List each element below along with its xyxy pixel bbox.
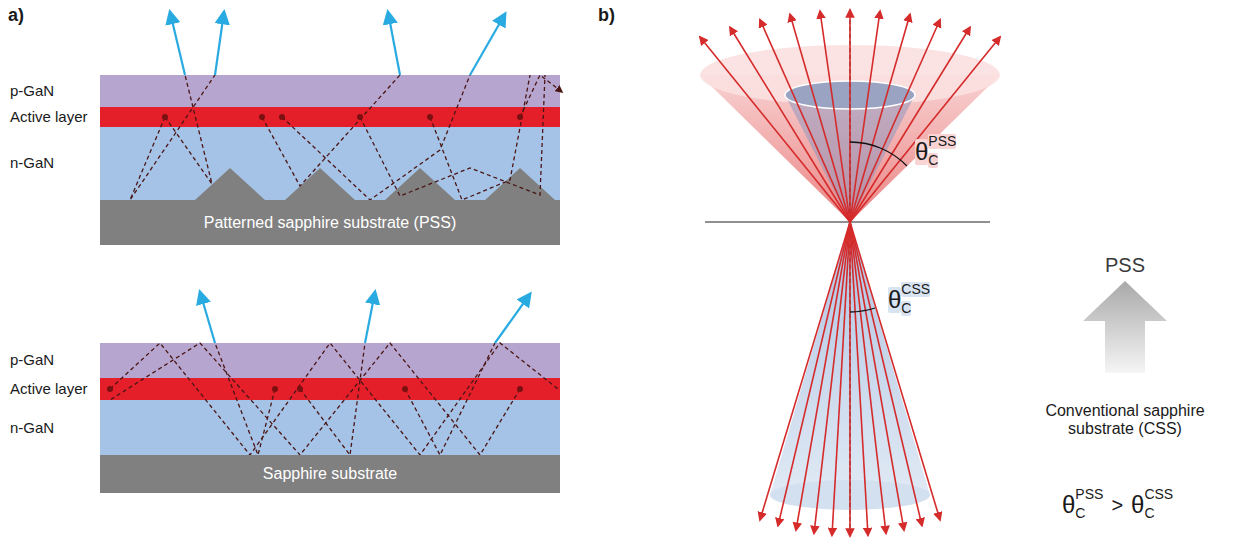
angle-superscript: CSS <box>1144 487 1173 502</box>
emission-points <box>162 114 523 120</box>
emission-rays <box>760 222 940 536</box>
angle-subscript: C <box>901 301 911 316</box>
substrate-band: Patterned sapphire substrate (PSS) <box>100 200 560 245</box>
emission-ray <box>850 222 886 533</box>
node-text: Sapphire substrate <box>263 465 397 483</box>
layer-label: n-GaN <box>10 155 54 172</box>
substrate-caption: Conventional sapphire substrate (CSS) <box>1040 402 1210 437</box>
emission-ray <box>832 222 850 535</box>
layer-label: n-GaN <box>10 420 54 437</box>
escaping-light <box>170 12 505 75</box>
angle-superscript: CSS <box>901 282 930 297</box>
angle-symbol: θ <box>1062 492 1075 518</box>
arrow-body <box>1083 281 1167 373</box>
light-rays <box>110 343 558 455</box>
emission-ray <box>850 37 1000 222</box>
emission-ray <box>849 10 851 222</box>
layer-label: Active layer <box>10 109 88 126</box>
escaping-light <box>200 292 530 343</box>
escape-cones <box>700 10 1000 536</box>
angle-subscript: C <box>1075 506 1085 521</box>
emission-rays <box>700 10 1000 222</box>
emission-ray <box>790 14 850 222</box>
emission-ray <box>850 222 940 520</box>
angle-subscript: C <box>1144 506 1154 521</box>
angle-subscript: C <box>928 153 938 168</box>
angle-arc <box>850 142 907 166</box>
emission-ray <box>849 222 851 536</box>
angle-arc <box>850 308 875 312</box>
interface-line <box>705 221 990 222</box>
p-gan-layer <box>100 75 560 107</box>
p-gan-layer <box>100 343 560 378</box>
arrow-shape <box>1080 281 1170 373</box>
layer-label: p-GaN <box>10 83 54 100</box>
angle-symbol: θ <box>888 287 901 313</box>
node-text: PSS <box>1105 254 1145 277</box>
active-layer <box>100 107 560 127</box>
emission-ray <box>850 27 970 222</box>
css-led-stack <box>100 292 560 455</box>
panel-label: a) <box>8 6 24 26</box>
emission-ray <box>814 222 850 533</box>
emission-ray <box>850 14 910 222</box>
panel-label: b) <box>598 6 615 26</box>
layer-label: p-GaN <box>10 352 54 369</box>
pss-led-stack <box>100 12 562 200</box>
emission-ray <box>850 222 922 526</box>
light-rays <box>130 75 562 200</box>
emission-ray <box>760 20 850 222</box>
emission-ray <box>730 27 850 222</box>
layer-label: Active layer <box>10 381 88 398</box>
n-gan-layer <box>100 127 560 200</box>
emission-ray <box>850 20 940 222</box>
node-text: Patterned sapphire substrate (PSS) <box>204 214 457 232</box>
angle-symbol: θ <box>915 139 928 165</box>
substrate-band: Sapphire substrate <box>100 455 560 493</box>
emission-ray <box>778 222 850 526</box>
active-layer <box>100 378 560 400</box>
n-gan-layer <box>100 400 560 455</box>
pss-cones <box>195 168 555 200</box>
emission-points <box>107 386 523 392</box>
comparison-sign: > <box>1111 494 1123 516</box>
angle-superscript: PSS <box>928 134 956 149</box>
direction-arrow: PSS <box>1080 254 1170 373</box>
emission-ray <box>820 11 850 222</box>
angle-superscript: PSS <box>1075 487 1103 502</box>
angle-symbol: θ <box>1131 492 1144 518</box>
